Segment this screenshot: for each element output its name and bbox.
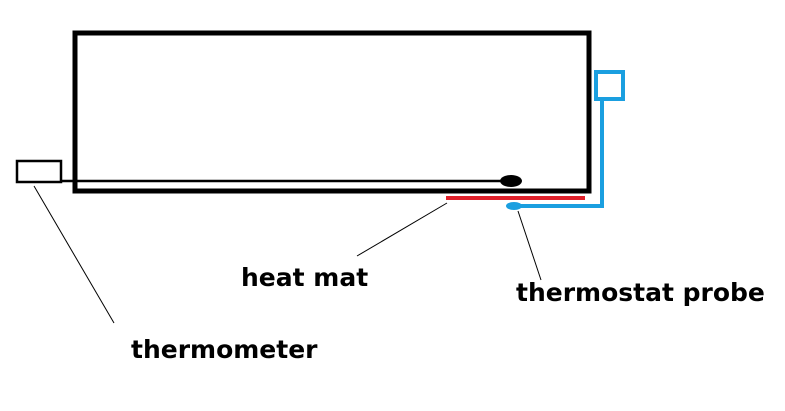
thermometer-probe-tip <box>500 175 522 187</box>
thermostat-probe-tip <box>506 202 522 210</box>
thermostat-probe-leader <box>517 210 542 281</box>
thermostat-unit <box>594 70 625 101</box>
thermometer-leader <box>33 185 115 324</box>
thermostat-wire <box>514 99 604 208</box>
heat-mat-label: heat mat <box>241 263 369 292</box>
heat-mat-leader <box>356 202 448 257</box>
thermometer-label: thermometer <box>131 335 318 364</box>
thermometer-unit <box>15 159 63 184</box>
enclosure-box <box>72 30 592 194</box>
thermostat-probe-label: thermostat probe <box>516 278 765 307</box>
